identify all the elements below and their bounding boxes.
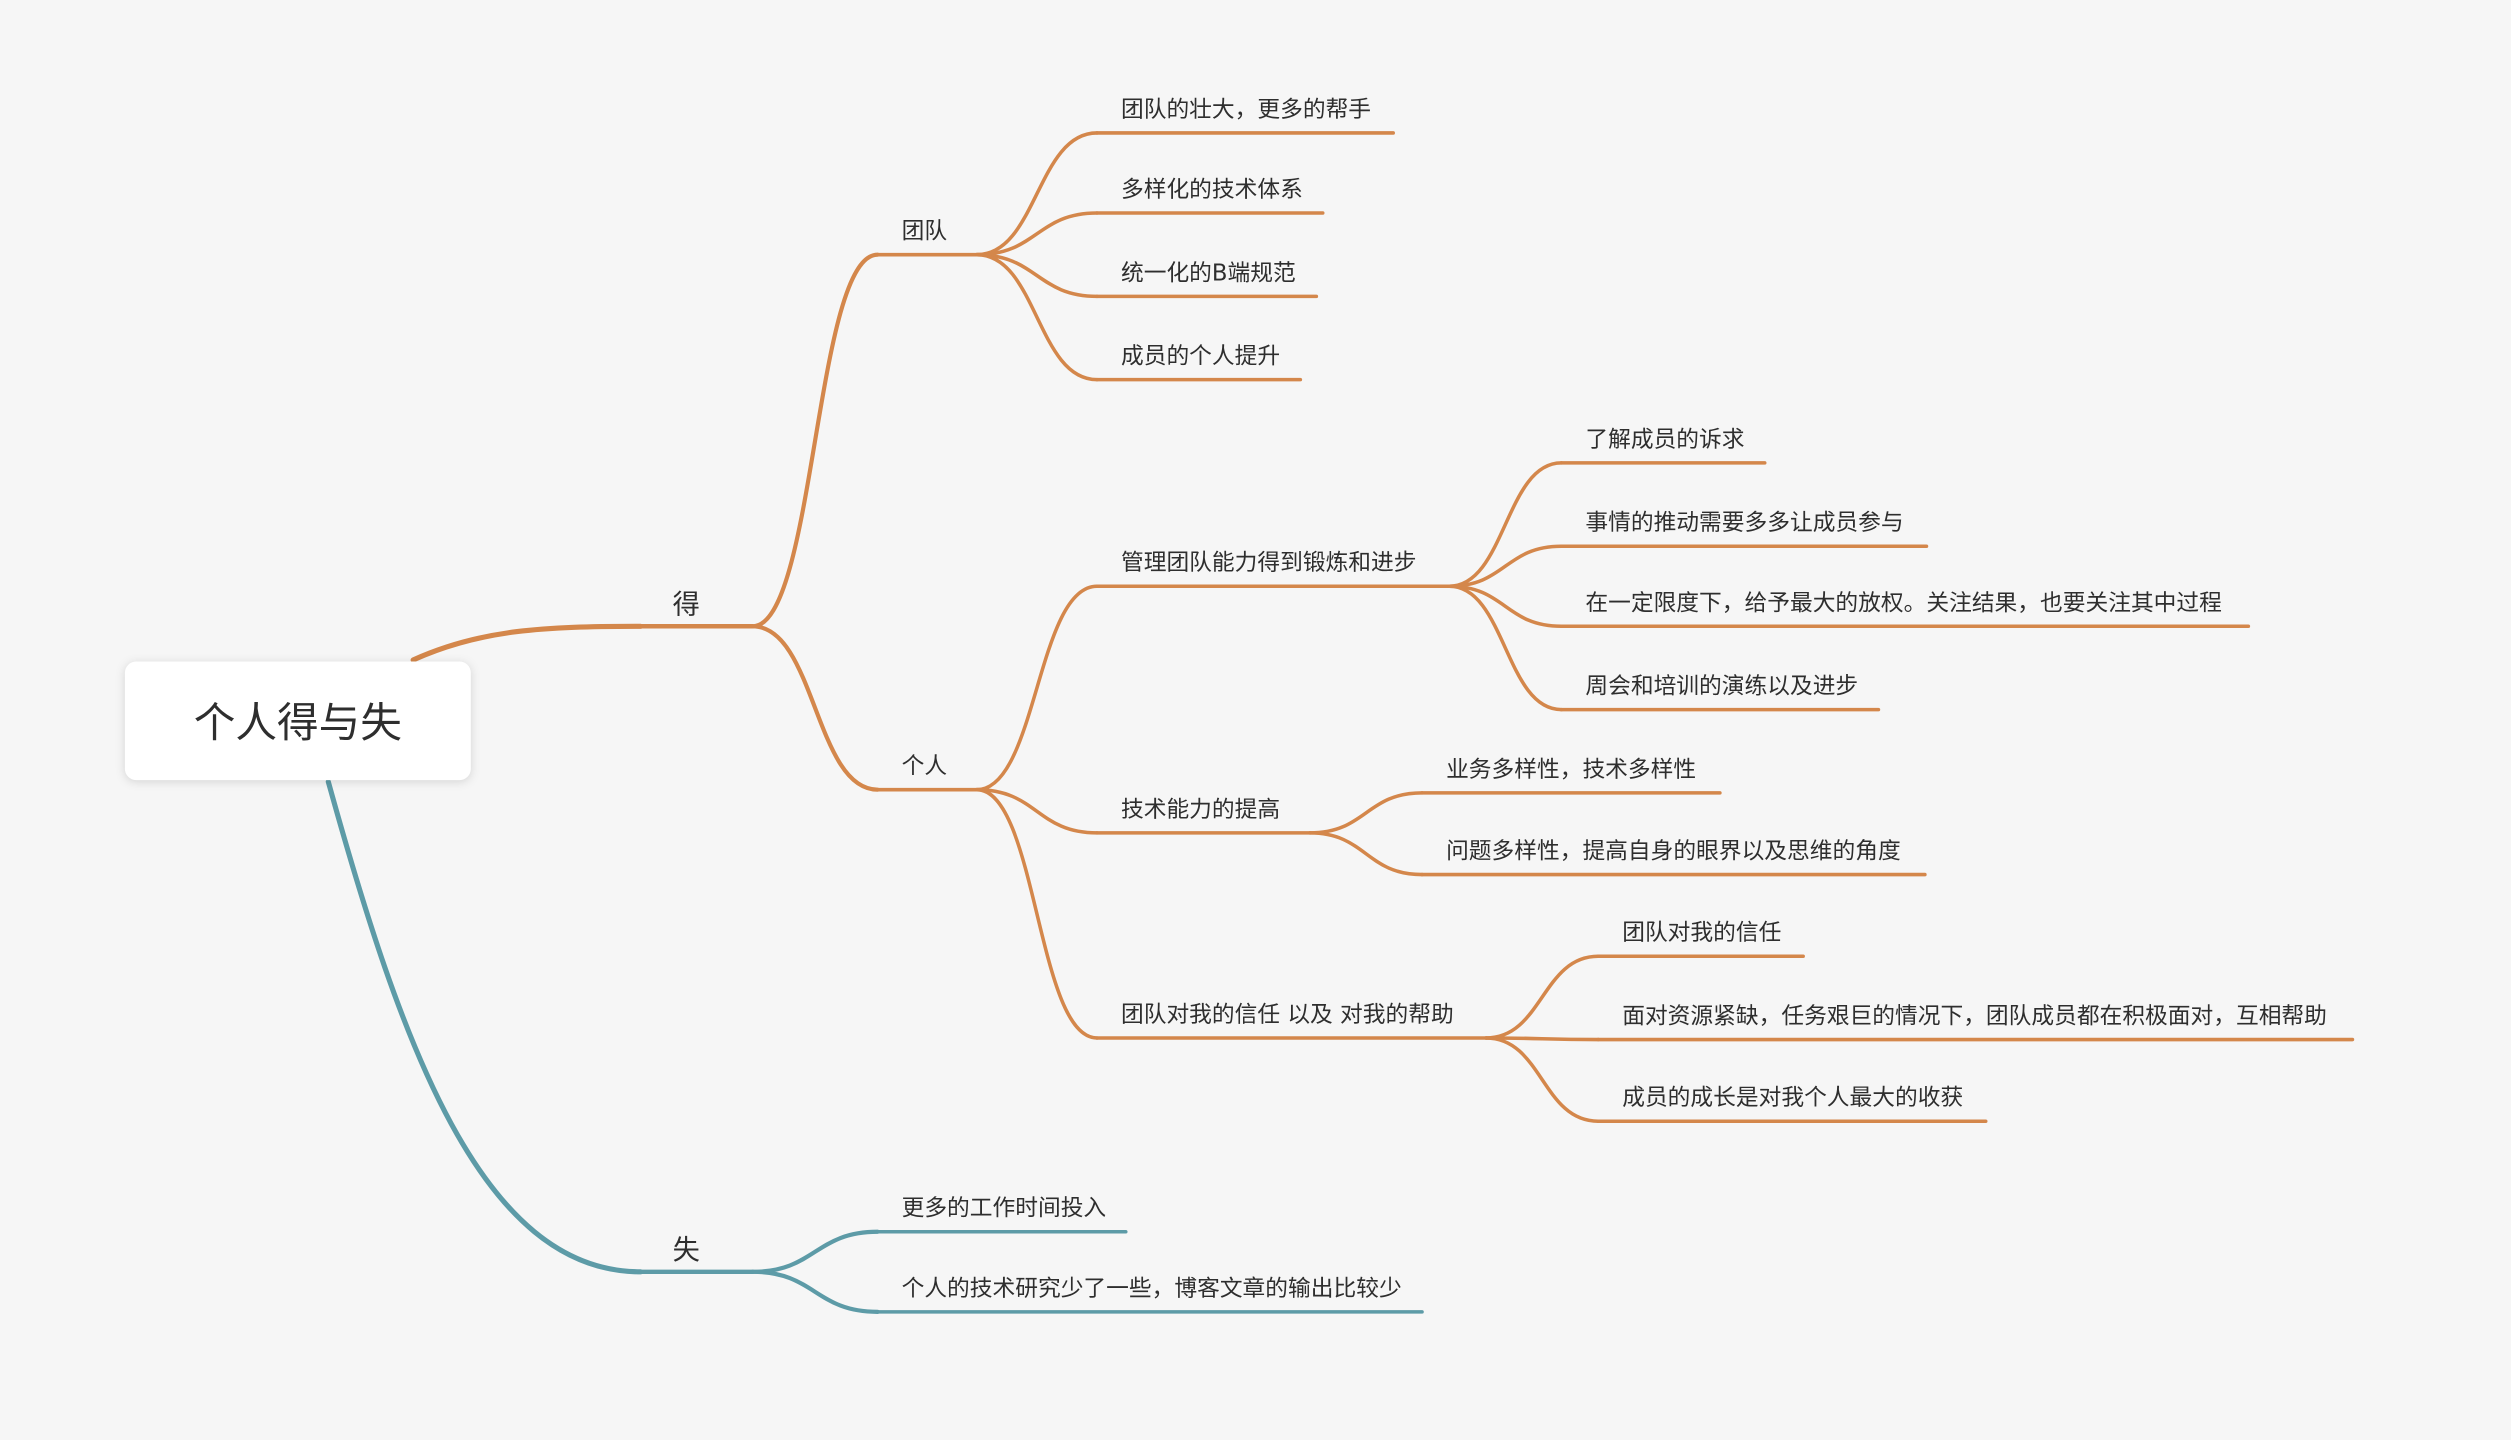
topic-member-growth bbox=[1484, 1036, 1988, 1124]
topic-business-diversity bbox=[1308, 791, 1722, 835]
topic-member-growth-connector bbox=[1484, 1036, 1600, 1124]
root-topic-box bbox=[124, 661, 471, 781]
topic-understand-member-needs-connector bbox=[1447, 461, 1564, 589]
topic-unified-b-spec-label: 统一化的B端规范 bbox=[1121, 260, 1296, 286]
topic-tech-ability-label: 技术能力的提高 bbox=[1121, 797, 1280, 823]
topic-team-trust-label: 团队对我的信任 bbox=[1622, 920, 1781, 946]
topic-team-trust-help-connector bbox=[975, 787, 1099, 1040]
topic-weekly-meeting-training bbox=[1447, 584, 1881, 712]
topic-delegate-authority-connector bbox=[1447, 584, 1564, 629]
topic-diverse-tech-stack bbox=[975, 211, 1325, 257]
root-topic: 个人得与失 bbox=[124, 661, 471, 781]
branch-gain-label: 得 bbox=[673, 589, 700, 620]
topic-tech-ability-connector bbox=[975, 787, 1099, 835]
topic-team-trust-connector bbox=[1484, 954, 1600, 1040]
topic-involve-members-connector bbox=[1447, 544, 1564, 589]
topic-team-trust-help bbox=[975, 787, 1488, 1040]
topic-business-diversity-connector bbox=[1308, 791, 1424, 835]
topic-unified-b-spec-connector bbox=[975, 252, 1099, 299]
topic-delegate-authority-label: 在一定限度下，给予最大的放权。关注结果，也要关注其中过程 bbox=[1585, 590, 2222, 616]
topic-less-tech-research bbox=[750, 1269, 1424, 1314]
topic-mutual-help bbox=[1484, 1036, 2355, 1042]
topic-more-work-time bbox=[750, 1229, 1128, 1274]
topic-personal-label: 个人 bbox=[902, 754, 947, 780]
topic-member-improvement-connector bbox=[975, 252, 1099, 382]
topic-weekly-meeting-training-label: 周会和培训的演练以及进步 bbox=[1585, 674, 1858, 700]
topic-less-tech-research-label: 个人的技术研究少了一些，博客文章的输出比较少 bbox=[902, 1276, 1402, 1302]
topic-member-improvement-label: 成员的个人提升 bbox=[1121, 344, 1280, 370]
topic-business-diversity-label: 业务多样性，技术多样性 bbox=[1446, 757, 1696, 783]
topic-personal bbox=[750, 624, 979, 792]
topic-member-improvement bbox=[975, 252, 1303, 382]
topic-mutual-help-connector bbox=[1484, 1036, 1600, 1042]
connector-layer bbox=[325, 131, 2355, 1314]
topic-team-connector bbox=[750, 252, 880, 629]
branch-loss bbox=[325, 779, 755, 1275]
topic-delegate-authority bbox=[1447, 584, 2251, 629]
topic-less-tech-research-connector bbox=[750, 1269, 880, 1314]
topic-mutual-help-label: 面对资源紧缺，任务艰巨的情况下，团队成员都在积极面对，互相帮助 bbox=[1622, 1004, 2327, 1030]
topic-more-work-time-connector bbox=[750, 1229, 880, 1274]
topic-management-ability-label: 管理团队能力得到锻炼和进步 bbox=[1121, 550, 1417, 576]
topic-team-trust-help-label: 团队对我的信任 以及 对我的帮助 bbox=[1121, 1002, 1454, 1028]
topic-involve-members bbox=[1447, 544, 1929, 589]
topic-management-ability-connector bbox=[975, 584, 1099, 792]
topic-team-growth-label: 团队的壮大，更多的帮手 bbox=[1121, 97, 1371, 123]
topic-diverse-tech-stack-label: 多样化的技术体系 bbox=[1121, 177, 1303, 203]
branch-gain bbox=[410, 623, 755, 663]
branch-loss-connector bbox=[325, 779, 644, 1275]
topic-team bbox=[750, 252, 979, 629]
topic-involve-members-label: 事情的推动需要多多让成员参与 bbox=[1585, 510, 1903, 536]
topic-team-label: 团队 bbox=[902, 219, 948, 245]
topic-problem-diversity-connector bbox=[1308, 831, 1424, 877]
root-topic-label: 个人得与失 bbox=[194, 698, 402, 747]
topic-team-trust bbox=[1484, 954, 1805, 1040]
branch-gain-connector bbox=[410, 623, 644, 663]
branch-loss-label: 失 bbox=[673, 1235, 700, 1266]
topic-management-ability bbox=[975, 584, 1452, 792]
topic-understand-member-needs bbox=[1447, 461, 1767, 589]
topic-diverse-tech-stack-connector bbox=[975, 211, 1099, 257]
topic-understand-member-needs-label: 了解成员的诉求 bbox=[1585, 427, 1744, 453]
topic-weekly-meeting-training-connector bbox=[1447, 584, 1564, 712]
topic-member-growth-label: 成员的成长是对我个人最大的收获 bbox=[1622, 1085, 1963, 1111]
topic-more-work-time-label: 更多的工作时间投入 bbox=[902, 1196, 1107, 1222]
topic-tech-ability bbox=[975, 787, 1312, 835]
topic-personal-connector bbox=[750, 624, 880, 792]
topic-problem-diversity bbox=[1308, 831, 1927, 877]
topic-problem-diversity-label: 问题多样性，提高自身的眼界以及思维的角度 bbox=[1446, 839, 1901, 865]
topic-team-growth bbox=[975, 131, 1395, 257]
topic-team-growth-connector bbox=[975, 131, 1099, 257]
topic-unified-b-spec bbox=[975, 252, 1319, 299]
